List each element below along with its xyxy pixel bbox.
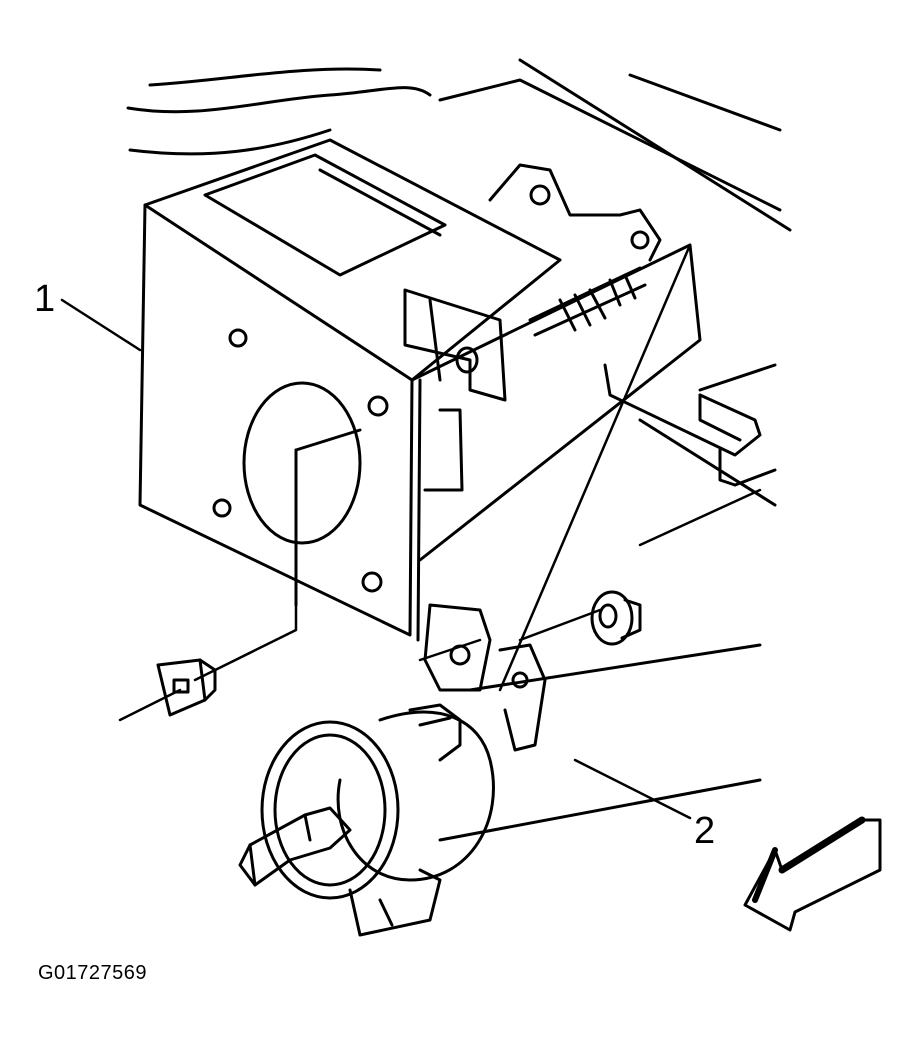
- direction-arrow-icon: [743, 816, 882, 932]
- callout-1-label: 1: [34, 278, 56, 320]
- figure-id: G01727569: [38, 962, 148, 984]
- j-nut: [156, 658, 217, 717]
- dash-structure-lines: [126, 58, 792, 232]
- callout-leaders: [60, 298, 692, 820]
- hex-nut: [590, 590, 642, 646]
- callout-2-label: 2: [694, 810, 716, 852]
- alignment-lines: [118, 243, 762, 722]
- steering-column-bracket: [138, 138, 777, 642]
- ignition-switch-assembly: [238, 603, 762, 937]
